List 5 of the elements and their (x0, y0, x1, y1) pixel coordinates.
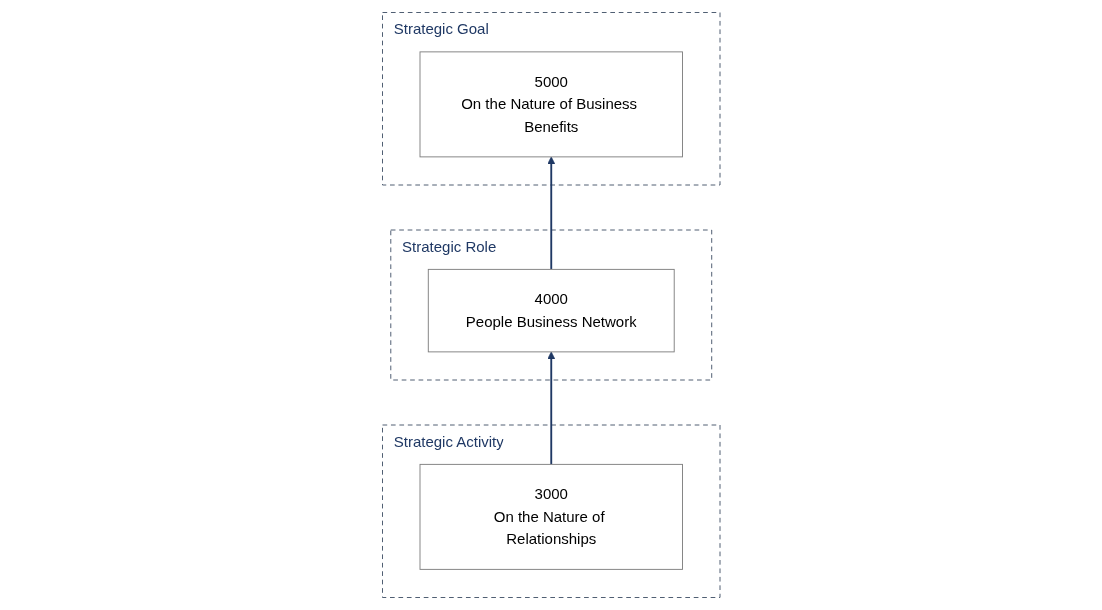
node-box: 4000 People Business Network (427, 268, 675, 353)
arrow (546, 156, 556, 271)
node-box: 3000 On the Nature of Relationships (419, 463, 683, 570)
arrow (546, 351, 556, 466)
node-box: 5000 On the Nature of Business Benefits (419, 51, 683, 158)
